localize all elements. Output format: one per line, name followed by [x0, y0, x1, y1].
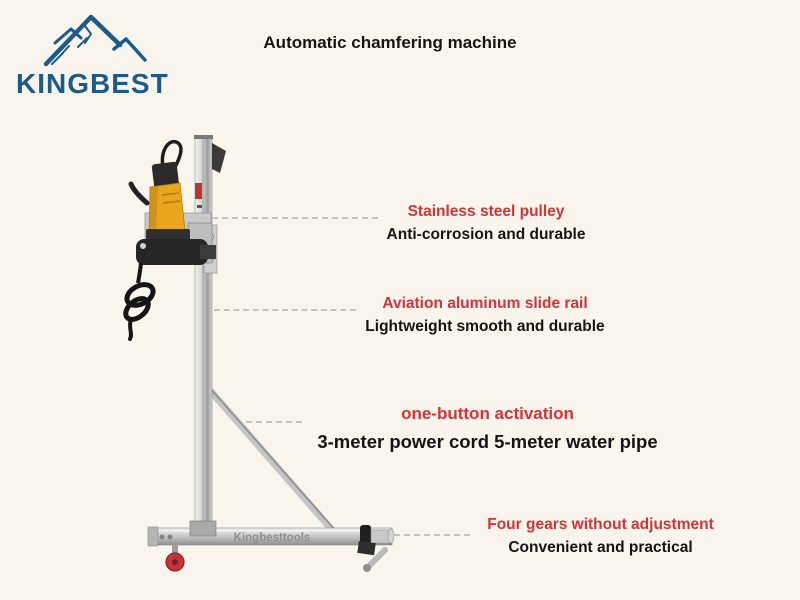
rail-top-bracket [212, 143, 226, 173]
base-pole-clamp [189, 520, 217, 537]
machine-power-cord [123, 262, 156, 341]
machine-motor [128, 139, 216, 265]
mountain-peaks-icon [43, 14, 147, 67]
callout-connector-line-3 [246, 421, 302, 423]
feature-callout-pulley: Stainless steel pulley Anti-corrosion an… [356, 200, 616, 246]
page-title: Automatic chamfering machine [263, 33, 517, 52]
feature-headline: one-button activation [401, 404, 574, 423]
base-watermark: Kingbesttools [234, 532, 311, 544]
motor-lower-housing [136, 239, 208, 265]
machine-right-foot [357, 540, 388, 572]
rail-red-label [195, 183, 202, 199]
callout-connector-line-2 [214, 309, 356, 311]
feature-headline: Stainless steel pulley [407, 203, 565, 220]
feature-subline: Lightweight smooth and durable [365, 318, 605, 335]
callout-connector-line-1 [202, 217, 378, 219]
feature-subline: 3-meter power cord 5-meter water pipe [317, 431, 658, 452]
feature-headline: Four gears without adjustment [487, 516, 714, 533]
machine-caster-wheel [165, 544, 185, 572]
motor-handle-lever [128, 181, 150, 206]
feature-callout-gears: Four gears without adjustment Convenient… [468, 513, 733, 559]
brand-logo: KINGBEST [14, 8, 184, 108]
machine-illustration: Kingbesttools [123, 135, 395, 572]
feature-subline: Convenient and practical [508, 539, 693, 556]
callout-connector-line-4 [384, 534, 470, 536]
brand-wordmark: KINGBEST [16, 68, 169, 99]
feature-callout-slide-rail: Aviation aluminum slide rail Lightweight… [350, 292, 620, 338]
machine-base-bar: Kingbesttools [147, 520, 395, 548]
feature-subline: Anti-corrosion and durable [386, 226, 586, 243]
feature-callout-activation: one-button activation 3-meter power cord… [310, 402, 665, 454]
feature-headline: Aviation aluminum slide rail [382, 295, 588, 312]
machine-slide-rail [194, 135, 226, 543]
